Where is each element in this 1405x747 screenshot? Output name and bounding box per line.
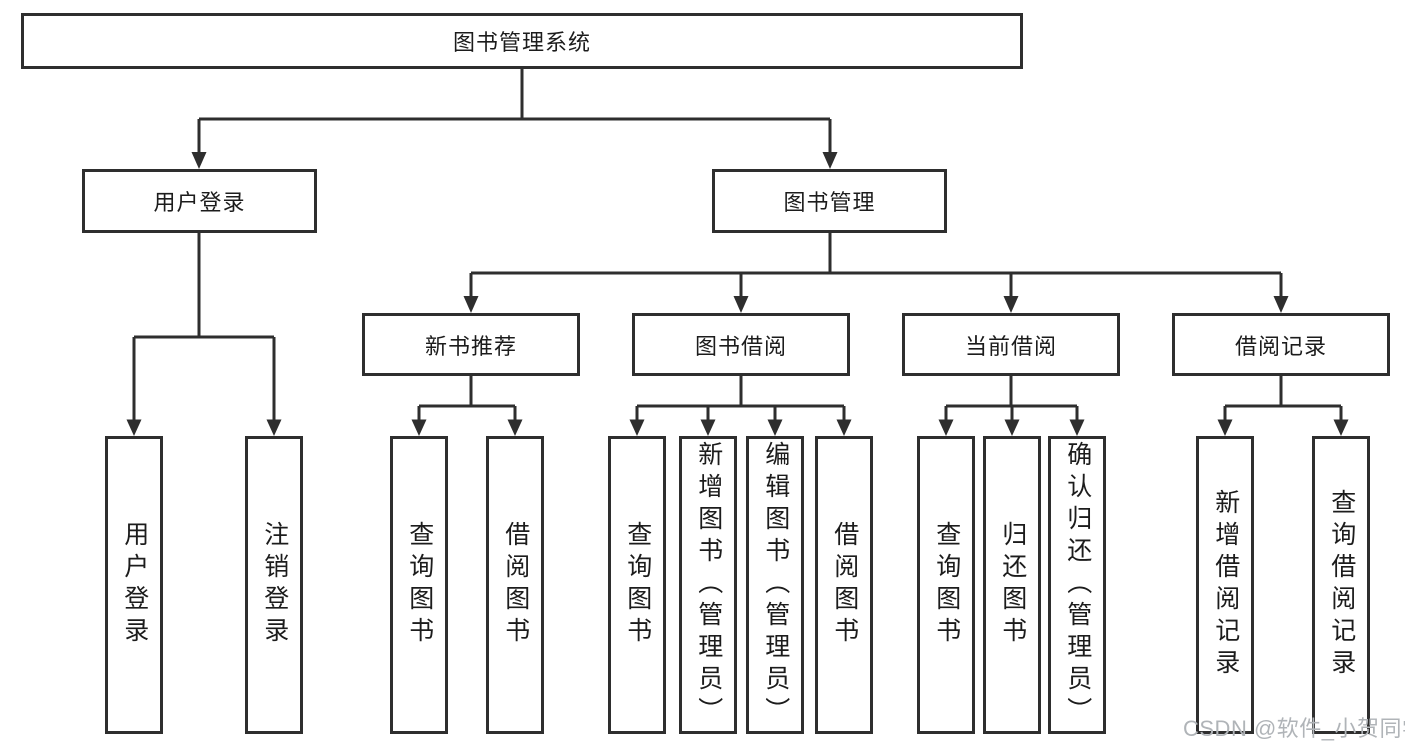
watermark-csdn: CSDN @软件_小贺同学: [1183, 716, 1405, 741]
leaf-add-book-admin-label: 新增图书（管理员）: [694, 441, 723, 729]
leaf-current-query-books: 查询图书: [917, 436, 975, 734]
leaf-query-borrow-record-label: 查询借阅记录: [1327, 489, 1356, 681]
leaf-return-books-label: 归还图书: [998, 521, 1027, 649]
leaf-add-book-admin: 新增图书（管理员）: [679, 436, 737, 734]
leaf-current-query-books-label: 查询图书: [932, 521, 961, 649]
leaf-newbooks-borrow-books: 借阅图书: [486, 436, 544, 734]
node-user-login: 用户登录: [82, 169, 317, 233]
node-book-management-system: 图书管理系统: [21, 13, 1023, 69]
node-book-management: 图书管理: [712, 169, 947, 233]
connector-root-to-level1: [191, 69, 838, 169]
leaf-user-login-label: 用户登录: [120, 521, 149, 649]
leaf-newbooks-query-books-label: 查询图书: [405, 521, 434, 649]
connector-book-borrow-to-leaves: [629, 376, 852, 436]
leaf-borrow-query-books-label: 查询图书: [623, 521, 652, 649]
connector-user-login-to-leaves: [126, 233, 282, 436]
connector-borrow-records-to-leaves: [1217, 376, 1349, 436]
leaf-confirm-return-admin-label: 确认归还（管理员）: [1063, 441, 1092, 729]
connector-book-management-to-level2: [463, 233, 1289, 313]
leaf-newbooks-query-books: 查询图书: [390, 436, 448, 734]
leaf-add-borrow-record: 新增借阅记录: [1196, 436, 1254, 734]
leaf-user-login: 用户登录: [105, 436, 163, 734]
leaf-edit-book-admin-label: 编辑图书（管理员）: [761, 441, 790, 729]
leaf-borrow-borrow-books-label: 借阅图书: [830, 521, 859, 649]
connector-current-borrow-to-leaves: [938, 376, 1085, 436]
node-borrow-records: 借阅记录: [1172, 313, 1390, 376]
leaf-add-borrow-record-label: 新增借阅记录: [1211, 489, 1240, 681]
leaf-borrow-borrow-books: 借阅图书: [815, 436, 873, 734]
leaf-return-books: 归还图书: [983, 436, 1041, 734]
leaf-confirm-return-admin: 确认归还（管理员）: [1048, 436, 1106, 734]
leaf-logout: 注销登录: [245, 436, 303, 734]
leaf-logout-label: 注销登录: [260, 521, 289, 649]
node-book-borrow: 图书借阅: [632, 313, 850, 376]
node-current-borrow: 当前借阅: [902, 313, 1120, 376]
leaf-edit-book-admin: 编辑图书（管理员）: [746, 436, 804, 734]
leaf-borrow-query-books: 查询图书: [608, 436, 666, 734]
leaf-query-borrow-record: 查询借阅记录: [1312, 436, 1370, 734]
connector-new-book-recommend-to-leaves: [411, 376, 523, 436]
node-new-book-recommend: 新书推荐: [362, 313, 580, 376]
leaf-newbooks-borrow-books-label: 借阅图书: [501, 521, 530, 649]
